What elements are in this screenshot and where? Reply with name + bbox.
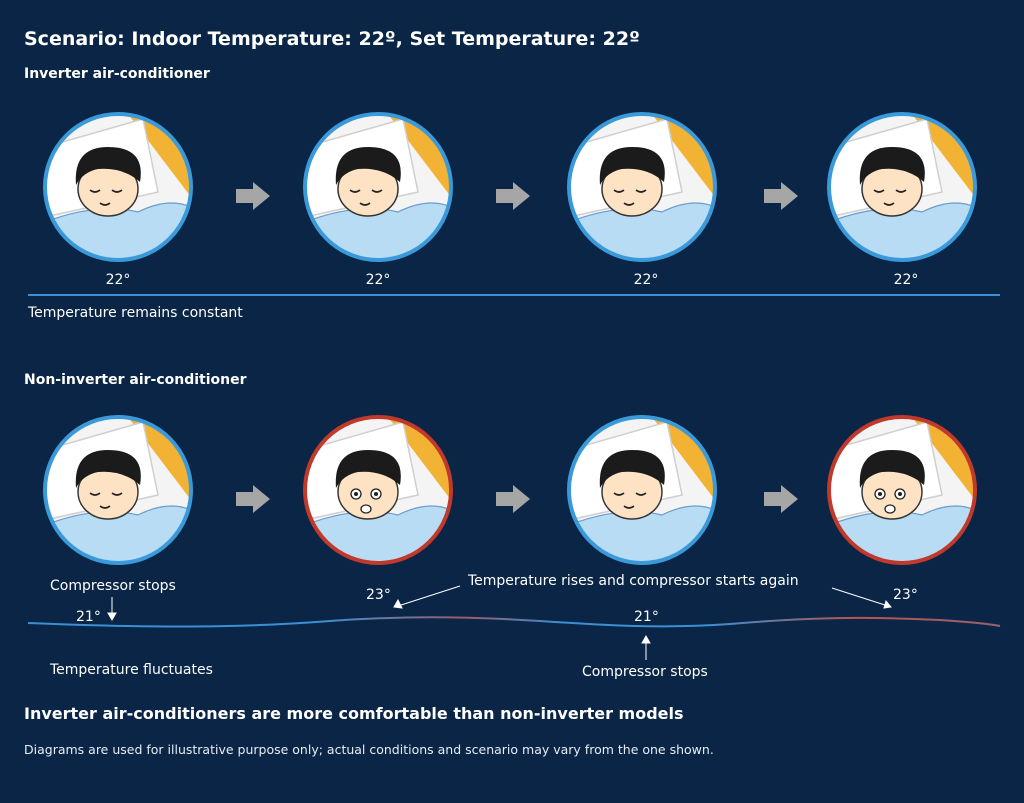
- rises-label: Temperature rises and compressor starts …: [468, 573, 799, 589]
- disclaimer: Diagrams are used for illustrative purpo…: [24, 742, 714, 757]
- next-arrow-icon: [496, 182, 530, 210]
- sleeper-calm-1: [303, 112, 453, 262]
- temp-21-middle: 21°: [634, 609, 659, 625]
- inverter-temp-2: 22°: [365, 272, 391, 288]
- sleeper-distressed-1: [303, 415, 453, 565]
- non-inverter-sleeper-row: [43, 415, 977, 565]
- inverter-sleeper-row: [43, 112, 977, 262]
- non-inverter-arrows: [236, 485, 798, 513]
- next-arrow-icon: [496, 485, 530, 513]
- inverter-temp-3: 22°: [633, 272, 659, 288]
- sleeper-distressed-3: [827, 415, 977, 565]
- inverter-temp-4: 22°: [893, 272, 919, 288]
- next-arrow-icon: [236, 182, 270, 210]
- sleeper-calm-0: [43, 415, 193, 565]
- compressor-stops-middle: Compressor stops: [582, 664, 708, 680]
- conclusion: Inverter air-conditioners are more comfo…: [24, 704, 684, 723]
- next-arrow-icon: [764, 485, 798, 513]
- compressor-stops-left: Compressor stops: [50, 578, 176, 594]
- non-inverter-heading: Non-inverter air-conditioner: [24, 372, 247, 388]
- inverter-arrows: [236, 182, 798, 210]
- page-title: Scenario: Indoor Temperature: 22º, Set T…: [24, 28, 640, 50]
- temp-23-second: 23°: [366, 587, 391, 603]
- fluctuates-label: Temperature fluctuates: [50, 662, 213, 678]
- sleeper-calm-3: [827, 112, 977, 262]
- temp-23-right: 23°: [893, 587, 918, 603]
- inverter-temp-1: 22°: [105, 272, 131, 288]
- inverter-heading: Inverter air-conditioner: [24, 66, 210, 82]
- sleeper-calm-2: [567, 415, 717, 565]
- next-arrow-icon: [236, 485, 270, 513]
- next-arrow-icon: [764, 182, 798, 210]
- sleeper-calm-0: [43, 112, 193, 262]
- fluctuating-temperature-line: [27, 616, 1001, 628]
- annotation-arrows: [107, 585, 892, 660]
- temp-21-left: 21°: [76, 609, 101, 625]
- constant-label: Temperature remains constant: [28, 305, 243, 321]
- sleeper-calm-2: [567, 112, 717, 262]
